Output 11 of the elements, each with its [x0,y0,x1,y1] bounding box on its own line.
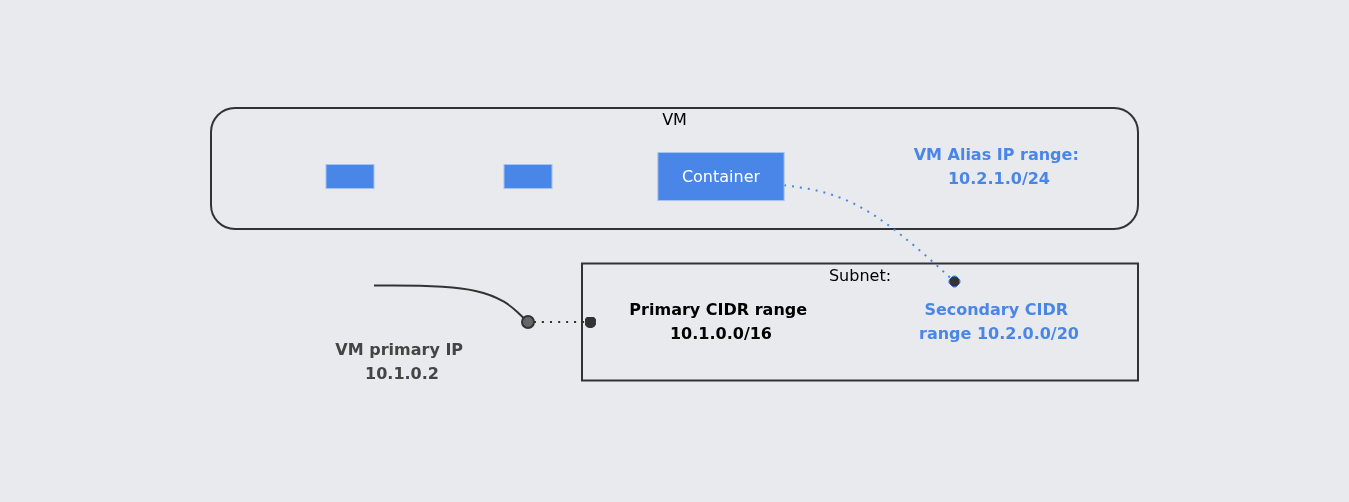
node-text: Secondary CIDR range 10.2.0.0/20 [919,299,1079,343]
node-text: VM Alias IP range: 10.2.1.0/24 [913,144,1079,188]
node-box [325,163,375,189]
connector [783,184,961,288]
node-circle [521,314,535,329]
node-box [503,163,553,189]
node-text: Primary CIDR range 10.1.0.0/16 [629,299,808,343]
node-box: Container [657,151,785,201]
connector [533,315,598,328]
node-label: VM primary IP 10.1.0.2 [335,339,464,383]
connector [373,284,525,319]
